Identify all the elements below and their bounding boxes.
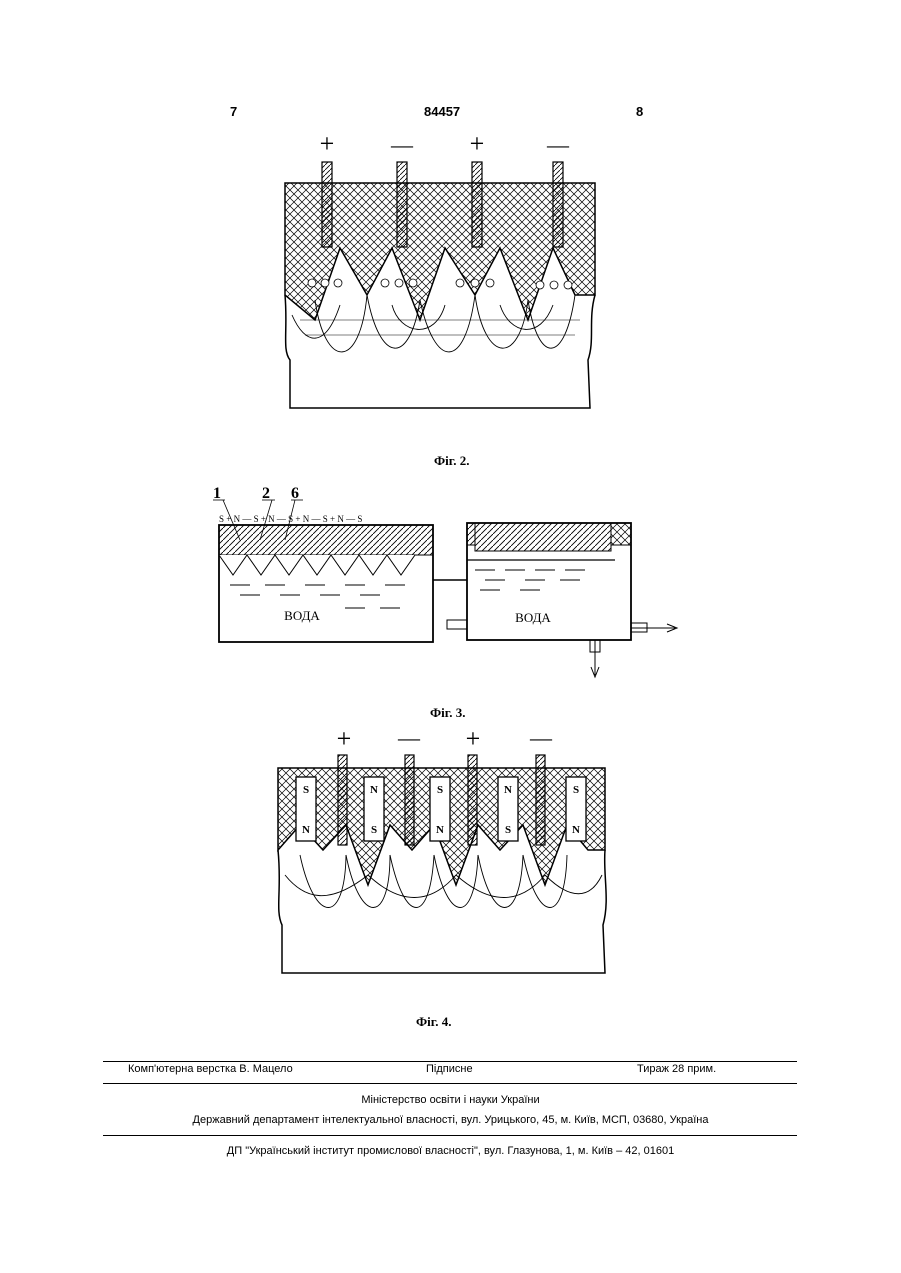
fig3-ref-1: 1 [213, 485, 221, 502]
footer-signed: Підписне [426, 1063, 473, 1075]
figure-3: ВОДА 1 2 6 S + N — S + N — S + N — S + N… [205, 480, 685, 680]
fig4-magnet-3-top: S [437, 784, 443, 796]
fig4-sign-3: + [466, 725, 481, 753]
fig2-sign-4: — [546, 132, 570, 157]
footer-rule-bottom [103, 1135, 797, 1136]
fig4-sign-2: — [397, 725, 421, 750]
fig4-magnet-3-bottom: N [436, 824, 444, 836]
fig2-sign-1: + [320, 130, 335, 158]
footer-rule-top [103, 1061, 797, 1062]
fig4-magnet-4-top: N [504, 784, 512, 796]
footer-circulation: Тираж 28 прим. [637, 1063, 716, 1075]
fig4-magnet-4-bottom: S [505, 824, 511, 836]
figure-2: + — + — [270, 130, 610, 420]
fig3-left-label: ВОДА [284, 608, 320, 623]
footer-department: Державний департамент інтелектуальної вл… [0, 1114, 901, 1126]
fig2-sign-3: + [470, 130, 485, 158]
fig4-magnet-1-top: S [303, 784, 309, 796]
svg-text:S + N — S + N — S +: S + N — S + N — S + N — S + N — S [219, 514, 362, 524]
fig4-magnet-5-bottom: N [572, 824, 580, 836]
patent-number: 84457 [424, 104, 460, 119]
fig4-magnet-2-bottom: S [371, 824, 377, 836]
right-page-number: 8 [636, 104, 643, 119]
fig3-ref-2: 2 [262, 485, 270, 502]
left-page-number: 7 [230, 104, 237, 119]
footer-rule-middle [103, 1083, 797, 1084]
fig4-sign-4: — [529, 725, 553, 750]
fig3-caption: Фіг. 3. [430, 705, 465, 721]
fig4-caption: Фіг. 4. [416, 1014, 451, 1030]
fig2-sign-2: — [390, 132, 414, 157]
fig4-magnet-5-top: S [573, 784, 579, 796]
fig4-magnet-1-bottom: N [302, 824, 310, 836]
fig3-ref-6: 6 [291, 485, 299, 502]
fig4-sign-1: + [337, 725, 352, 753]
fig2-caption: Фіг. 2. [434, 453, 469, 469]
fig3-right-label: ВОДА [515, 610, 551, 625]
footer-ministry: Міністерство освіти і науки України [0, 1094, 901, 1106]
fig4-magnet-2-top: N [370, 784, 378, 796]
footer-institute: ДП "Український інститут промислової вла… [0, 1145, 901, 1157]
footer-layout: Комп'ютерна верстка В. Мацело [128, 1063, 293, 1075]
figure-4: S N N S S N N S S N + — + — [270, 725, 615, 985]
